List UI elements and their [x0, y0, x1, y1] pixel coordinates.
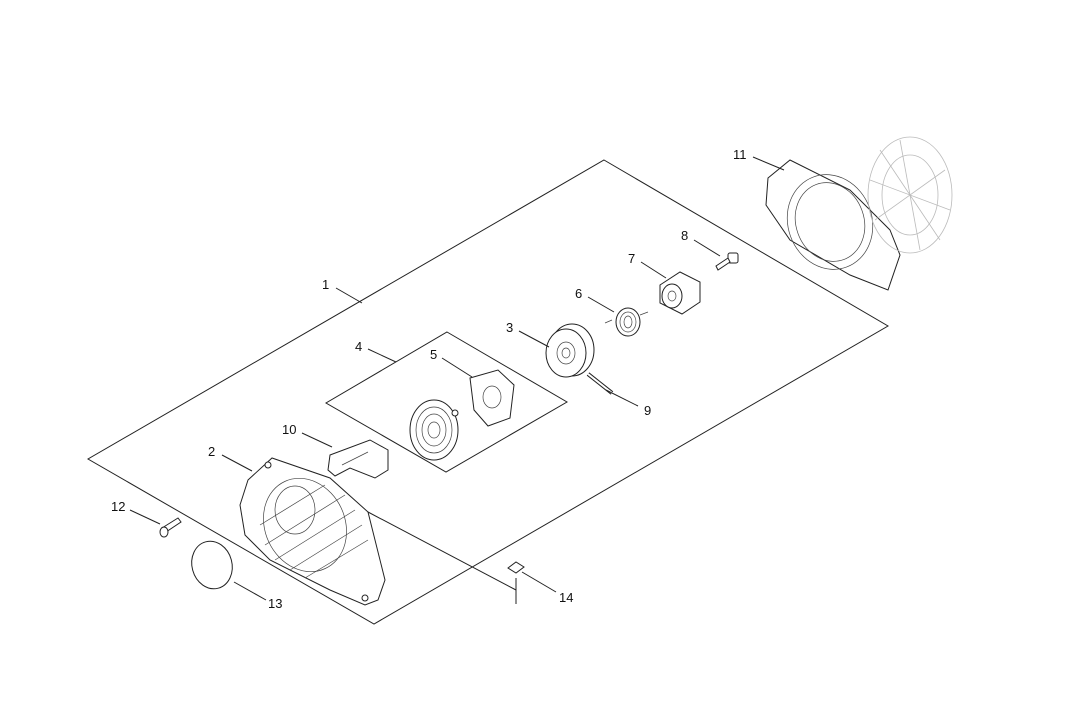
callout-9: 9 [644, 403, 651, 418]
callout-10: 10 [282, 422, 296, 437]
assembly-outline-1 [87, 159, 889, 625]
callout-7: 7 [628, 251, 635, 266]
callout-2: 2 [208, 444, 215, 459]
callout-13: 13 [268, 596, 282, 611]
part-2-starter-cover [239, 457, 386, 606]
leader-part-2-group [367, 511, 517, 604]
part-12-screw [159, 517, 182, 538]
callout-6: 6 [575, 286, 582, 301]
part-7-hub [659, 271, 701, 315]
leader-lines [129, 156, 785, 601]
part-6-spring [604, 307, 649, 337]
part-14-label [507, 561, 525, 574]
callout-11: 11 [733, 147, 747, 162]
callout-14: 14 [559, 590, 573, 605]
callout-3: 3 [506, 320, 513, 335]
part-11-fan-cover [765, 136, 953, 291]
callout-4: 4 [355, 339, 362, 354]
part-10-starter-handle [327, 439, 389, 479]
part-8-bolt [715, 252, 739, 271]
part-3-reel [545, 323, 595, 378]
part-13-disc [191, 540, 233, 590]
callout-5: 5 [430, 347, 437, 362]
part-4-recoil-spring [409, 399, 459, 461]
subassembly-outline-4 [325, 331, 568, 473]
part-5-spring-case [469, 369, 515, 427]
callout-8: 8 [681, 228, 688, 243]
callout-1: 1 [322, 277, 329, 292]
callout-12: 12 [111, 499, 125, 514]
